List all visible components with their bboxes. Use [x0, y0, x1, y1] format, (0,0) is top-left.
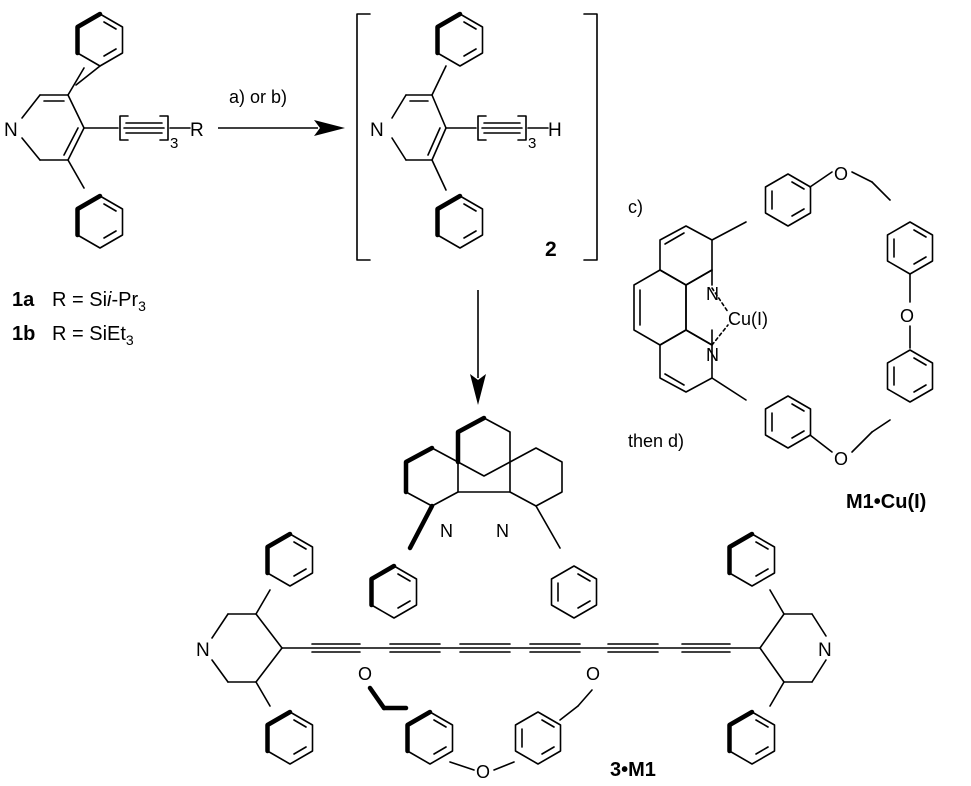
phenyl-ring — [78, 14, 123, 66]
phenyl-ring — [514, 711, 562, 765]
step-c-label: c) — [628, 197, 643, 217]
phenyl-ring — [764, 395, 812, 449]
rotaxane-phen-n2: N — [496, 521, 509, 541]
rotaxane-structure — [211, 415, 827, 771]
phenyl-ring — [372, 566, 417, 618]
arrow-head — [314, 120, 345, 136]
phenyl-ring — [764, 173, 812, 227]
compound-2-hydrogen: H — [548, 120, 562, 141]
phenyl-ring — [268, 534, 313, 586]
compound-2-nitrogen: N — [370, 120, 384, 141]
compound-1-structure — [21, 14, 191, 248]
macrocycle-n2: N — [706, 345, 719, 365]
definition-1b: R = SiEt3 — [52, 323, 134, 348]
rotaxane-label: 3•M1 — [610, 759, 656, 781]
compound-2-structure — [356, 14, 598, 261]
rotaxane-o-left: O — [358, 664, 372, 684]
phenyl-ring — [78, 196, 123, 248]
rotaxane-n-right: N — [818, 640, 832, 661]
phenyl-ring — [438, 196, 483, 248]
compound-1-r-group: R — [190, 120, 204, 141]
compound-1-subscript: 3 — [170, 135, 178, 152]
then-d-label: then d) — [628, 431, 684, 451]
phenyl-ring — [886, 349, 934, 403]
down-arrow-head — [470, 374, 486, 405]
macrocycle-n1: N — [706, 284, 719, 304]
rotaxane-o-right: O — [586, 664, 600, 684]
compound-2-label: 2 — [545, 238, 557, 261]
phenyl-ring — [268, 712, 313, 764]
label-1b: 1b — [12, 323, 35, 345]
phenyl-ring — [550, 565, 598, 619]
label-1a: 1a — [12, 289, 35, 311]
step-ab-label: a) or b) — [229, 87, 287, 107]
macrocycle-o-top: O — [834, 164, 848, 184]
macrocycle-o-bottom: O — [834, 449, 848, 469]
rotaxane-n-left: N — [196, 640, 210, 661]
phenyl-ring — [886, 221, 934, 275]
phenyl-ring — [730, 534, 775, 586]
phenyl-ring — [730, 712, 775, 764]
compound-2-subscript: 3 — [528, 135, 536, 152]
phenyl-ring — [408, 712, 453, 764]
phenyl-ring — [438, 14, 483, 66]
definition-1a: R = Sii-Pr3 — [52, 289, 146, 314]
macrocycle-metal: Cu(I) — [728, 309, 768, 329]
macrocycle-label: M1•Cu(I) — [846, 491, 926, 513]
macrocycle-o-right: O — [900, 306, 914, 326]
rotaxane-o-bottom: O — [476, 762, 490, 782]
compound-1-nitrogen: N — [4, 120, 18, 141]
macrocycle-structure — [633, 171, 934, 453]
rotaxane-phen-n1: N — [440, 521, 453, 541]
